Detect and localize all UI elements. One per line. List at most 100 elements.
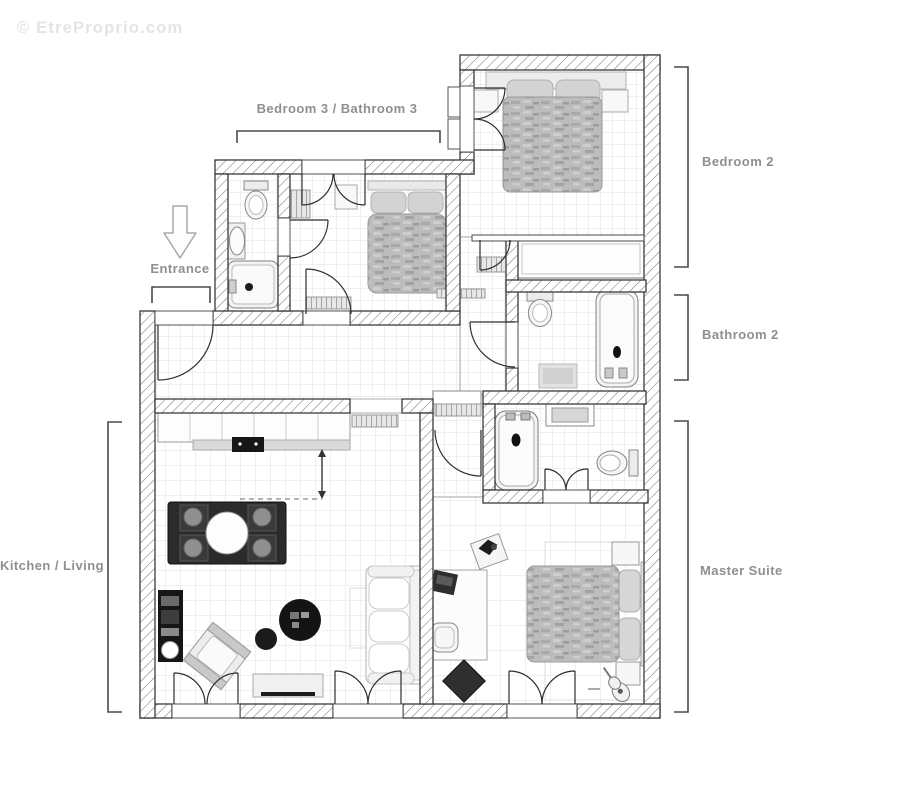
wall bbox=[349, 310, 461, 326]
coffee-table-large bbox=[279, 599, 321, 641]
bathroom2-furniture bbox=[526, 289, 639, 389]
wall bbox=[459, 54, 661, 71]
master-bedroom-furniture bbox=[428, 533, 658, 703]
bedroom2-door bbox=[479, 239, 511, 271]
bedroom2-french-door bbox=[473, 118, 506, 151]
door-sill bbox=[459, 85, 475, 153]
bedroom3-pillow bbox=[407, 191, 444, 214]
wall bbox=[154, 398, 351, 414]
wall bbox=[419, 412, 434, 705]
door-sill bbox=[506, 703, 578, 719]
ottoman bbox=[442, 659, 486, 703]
bathtub-faucet bbox=[505, 412, 516, 421]
door-sill bbox=[332, 703, 404, 719]
living-french-door bbox=[334, 670, 369, 705]
dining-table-top bbox=[205, 511, 249, 555]
bedroom3-headboard bbox=[367, 180, 447, 191]
master-nightstand-bottom bbox=[615, 661, 641, 686]
bedroom3-top-door bbox=[301, 173, 334, 206]
bedroom3-door bbox=[305, 268, 352, 315]
bathroom3-toilet-tank bbox=[243, 180, 269, 191]
wall bbox=[459, 69, 475, 89]
master-french-door bbox=[508, 670, 543, 705]
wall bbox=[277, 255, 291, 312]
coffee-table-small bbox=[255, 628, 277, 650]
wall bbox=[482, 403, 496, 491]
balcony-door-panel bbox=[447, 86, 461, 118]
shower-fixture bbox=[228, 279, 237, 294]
bedroom2-french-door bbox=[473, 87, 506, 120]
bathtub-drain bbox=[613, 346, 621, 358]
bedroom3-nightstand bbox=[334, 184, 358, 210]
master-pillow bbox=[618, 569, 641, 613]
master-bath-double-door bbox=[565, 468, 589, 491]
cooktop bbox=[232, 437, 264, 452]
bedroom3-door-mat bbox=[305, 296, 352, 310]
wall bbox=[239, 703, 334, 719]
armchair bbox=[182, 621, 252, 691]
door-sill bbox=[301, 159, 366, 175]
hall-radiator bbox=[436, 288, 486, 299]
wall bbox=[214, 173, 229, 326]
walls bbox=[139, 54, 661, 719]
wall bbox=[212, 310, 304, 326]
guitar bbox=[602, 666, 631, 702]
entrance-arrow-icon bbox=[163, 205, 197, 259]
label-master-suite: Master Suite bbox=[700, 563, 783, 578]
chair-with-clothes bbox=[469, 533, 509, 570]
vanity-sink bbox=[551, 407, 589, 423]
bedroom3-bathroom3-bracket bbox=[236, 130, 441, 143]
kitchen-radiator bbox=[351, 414, 399, 428]
bedroom3-furniture bbox=[286, 180, 447, 310]
living-french-door bbox=[367, 670, 402, 705]
door-sill bbox=[542, 489, 591, 504]
door-sill bbox=[505, 321, 519, 369]
bedroom3-pillow bbox=[370, 191, 407, 214]
door-sill bbox=[277, 217, 291, 257]
label-entrance: Entrance bbox=[150, 261, 210, 276]
bedroom2-nightstand-left bbox=[473, 89, 499, 113]
bedroom3-top-door bbox=[333, 173, 366, 206]
tv-stand bbox=[252, 673, 324, 698]
wall bbox=[364, 159, 475, 175]
label-bedroom2: Bedroom 2 bbox=[702, 154, 774, 169]
entrance-door bbox=[157, 324, 214, 381]
watermark: © EtreProprio.com bbox=[17, 19, 184, 37]
label-bedroom3-bathroom3: Bedroom 3 / Bathroom 3 bbox=[256, 101, 418, 116]
corridor-furniture bbox=[436, 239, 645, 299]
living-french-door bbox=[173, 672, 206, 705]
bathroom3-furniture bbox=[227, 180, 279, 309]
wall bbox=[214, 159, 303, 175]
bathroom2-bracket bbox=[674, 294, 689, 381]
master-french-door bbox=[541, 670, 576, 705]
kitchen-living-furniture bbox=[157, 412, 443, 698]
bathtub-faucet bbox=[604, 367, 614, 379]
tv bbox=[261, 692, 315, 696]
label-bathroom2: Bathroom 2 bbox=[702, 327, 779, 342]
laptop bbox=[430, 569, 459, 596]
bathroom3-door bbox=[289, 219, 329, 259]
wall bbox=[402, 703, 508, 719]
wardrobe-rail bbox=[434, 403, 482, 417]
master-nightstand-top bbox=[611, 541, 640, 566]
shower-drain bbox=[245, 283, 253, 291]
built-in-closet bbox=[517, 239, 645, 279]
wall bbox=[505, 279, 647, 293]
bedroom3-bed-duvet bbox=[367, 213, 447, 294]
wall bbox=[445, 173, 461, 312]
balcony-door-panel bbox=[447, 118, 461, 150]
annotation-brackets bbox=[107, 66, 689, 713]
wall bbox=[576, 703, 661, 719]
master-bed-duvet bbox=[526, 565, 620, 663]
bathroom2-door bbox=[469, 321, 516, 368]
label-kitchen-living: Kitchen / Living bbox=[0, 558, 104, 573]
dressing-floor bbox=[432, 403, 484, 498]
wardrobe bbox=[432, 390, 482, 405]
bathtub-drain bbox=[511, 433, 521, 447]
thin-partition bbox=[471, 234, 645, 242]
kitchen-worktop bbox=[192, 439, 351, 451]
dressing-door bbox=[434, 429, 482, 477]
wall bbox=[482, 390, 647, 405]
